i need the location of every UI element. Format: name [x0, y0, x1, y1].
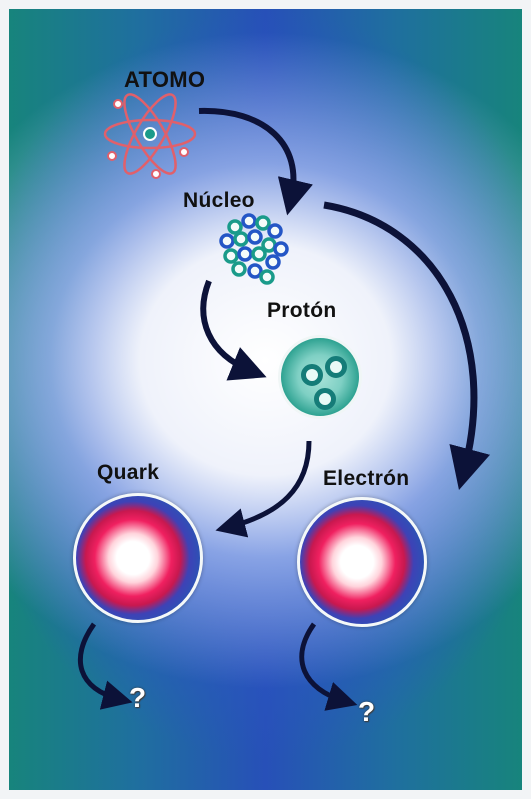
quark-sphere [73, 493, 203, 623]
label-atomo: ATOMO [124, 67, 205, 93]
electron-sphere [297, 497, 427, 627]
unknown-marker-quark: ? [129, 682, 146, 714]
label-quark: Quark [97, 461, 159, 485]
proton-quark-1 [301, 364, 323, 386]
nucleus-icon [9, 9, 522, 790]
label-proton: Protón [267, 299, 336, 323]
proton-quark-2 [325, 356, 347, 378]
proton-sphere [278, 335, 362, 419]
label-electron: Electrón [323, 467, 409, 491]
proton-quark-3 [314, 388, 336, 410]
diagram-poster: ATOMO Núcleo Protón Quark Electrón ? ? [9, 9, 522, 790]
unknown-marker-electron: ? [358, 696, 375, 728]
label-nucleo: Núcleo [183, 189, 255, 213]
